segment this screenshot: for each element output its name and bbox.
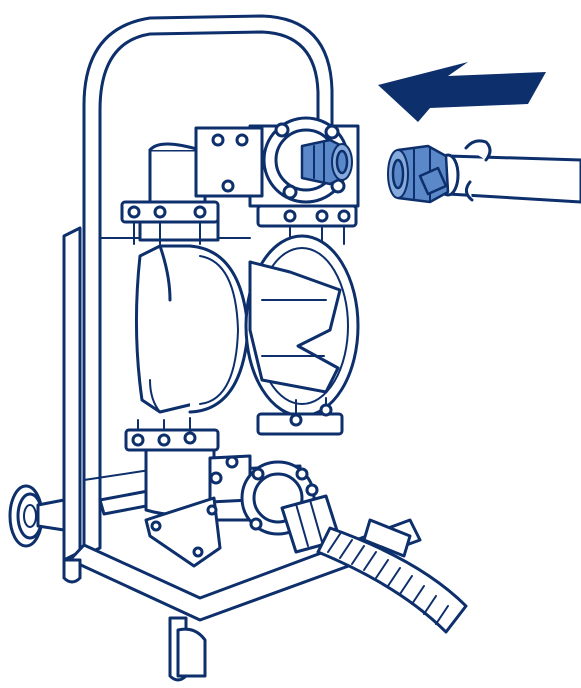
inlet-hose [280,494,468,634]
connector-icon [387,144,450,204]
discharge-hose [436,139,581,204]
left-chamber [134,244,250,414]
pump-outlet-fitting [300,138,353,186]
cart-wheel [8,484,66,548]
inlet-flange [240,460,319,536]
right-chamber [244,234,360,418]
direction-arrow-icon [378,62,546,122]
